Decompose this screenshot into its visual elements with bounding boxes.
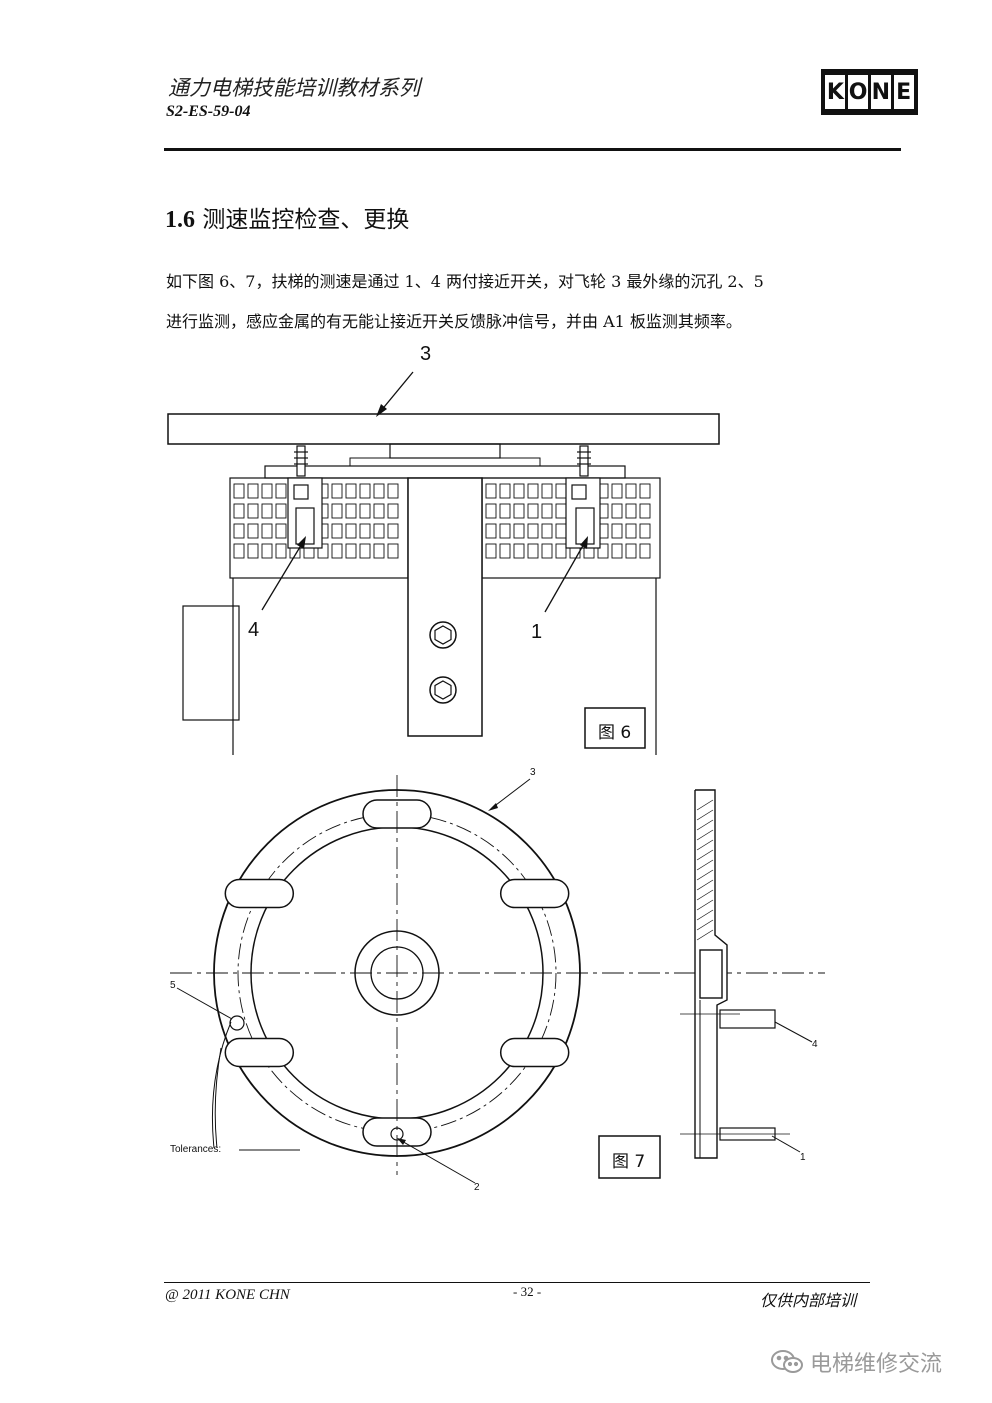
tolerances-label: Tolerances:: [170, 1144, 222, 1155]
bolt-head: [429, 676, 457, 704]
flywheel-side-section: [680, 789, 813, 1159]
figure-6-caption-box: [584, 707, 646, 749]
fig6-caption: 图 6: [598, 723, 632, 743]
sensor-4-side: [719, 1009, 776, 1029]
watermark-text: 电梯维修交流: [810, 1352, 943, 1377]
fig6-callout-3: 3: [420, 343, 432, 365]
fig7-callout-1: 1: [800, 1152, 806, 1163]
body-text-line-2: 进行监测，感应金属的有无能让接近开关反馈脉冲信号，并由 A1 板监测其频率。: [166, 312, 742, 331]
bolt-head: [429, 621, 457, 649]
footer-rule: [164, 1282, 870, 1283]
header-rule: [164, 148, 901, 151]
flywheel-bar: [167, 413, 720, 445]
fig7-callout-3: 3: [530, 767, 536, 778]
header-series-title: 通力电梯技能培训教材系列: [168, 76, 420, 100]
footer-copyright: @ 2011 KONE CHN: [165, 1287, 290, 1303]
kone-logo: K O N E: [821, 69, 918, 115]
fig7-callout-4: 4: [812, 1039, 818, 1050]
footer-page-number: - 32 -: [513, 1284, 542, 1299]
logo-letter: K: [825, 75, 846, 109]
fig7-caption: 图 7: [612, 1152, 646, 1172]
fig6-callout-1: 1: [531, 621, 543, 643]
header-doc-code: S2-ES-59-04: [166, 103, 251, 120]
body-text-line-1: 如下图 6、7，扶梯的测速是通过 1、4 两付接近开关，对飞轮 3 最外缘的沉孔…: [166, 272, 764, 291]
section-number: 1.6: [165, 207, 195, 233]
center-bracket: [407, 477, 483, 737]
fig7-callout-5: 5: [170, 980, 176, 991]
technical-drawings: [167, 371, 825, 1184]
side-box: [182, 605, 240, 721]
watermark: 电梯维修交流: [770, 1346, 942, 1378]
fig6-callout-4: 4: [248, 619, 260, 641]
mount-plate: [264, 465, 626, 479]
fig7-callout-2: 2: [474, 1182, 480, 1193]
hole-5: [229, 1015, 245, 1031]
logo-letter: E: [893, 75, 914, 109]
logo-letter: O: [848, 75, 869, 109]
figure-7-caption-box: [598, 1135, 661, 1179]
figure-7: [170, 775, 825, 1184]
proximity-switch-4: [287, 445, 323, 549]
footer-note: 仅供内部培训: [760, 1291, 857, 1310]
section-title: 测速监控检查、更换: [202, 207, 410, 233]
figure-6: [167, 371, 720, 755]
proximity-switch-1: [565, 445, 601, 549]
section-heading: 1.6 测速监控检查、更换: [165, 200, 409, 234]
logo-letter: N: [870, 75, 891, 109]
wechat-icon: [771, 1350, 803, 1373]
